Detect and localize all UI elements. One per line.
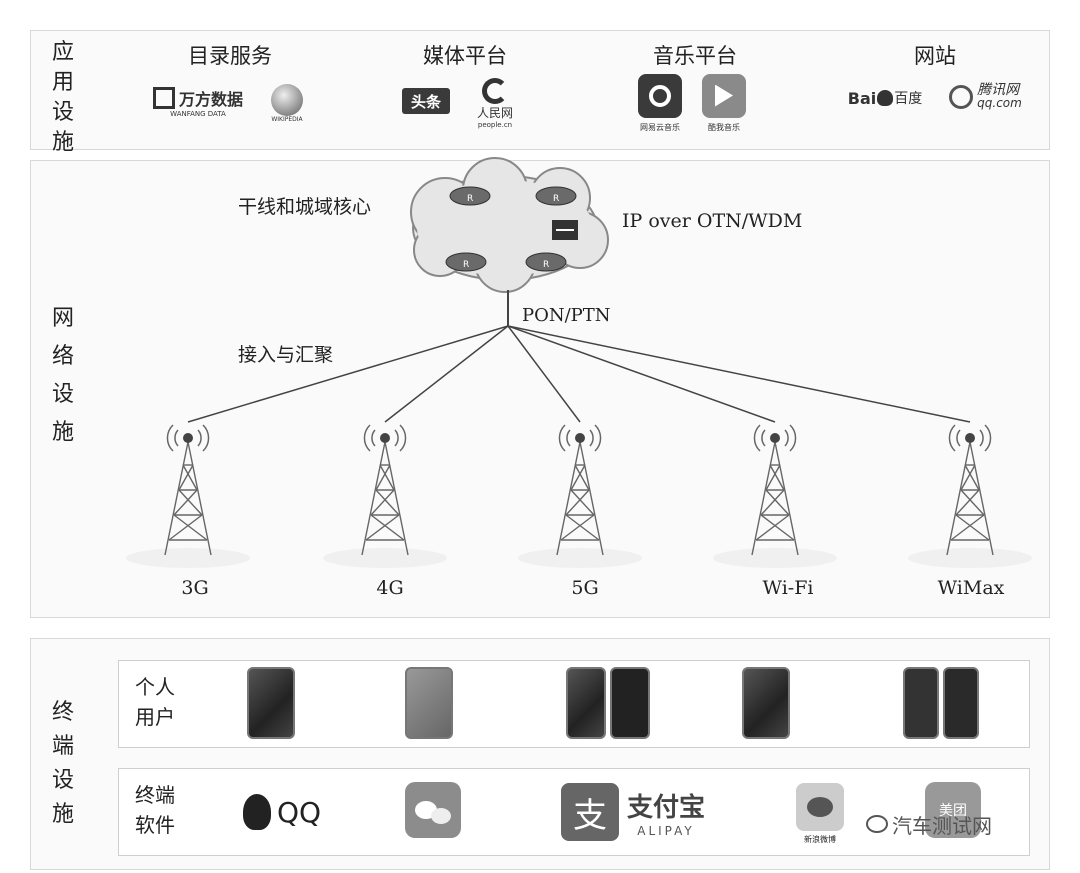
access-label: 接入与汇聚 (238, 344, 334, 366)
category-directory-title: 目录服务 (188, 44, 272, 68)
core-label: 干线和城域核心 (238, 196, 372, 218)
tower-wifi (710, 420, 840, 570)
tower-label-3g: 3G (181, 577, 209, 599)
wechat-app-icon (405, 782, 461, 838)
core-tech-label: IP over OTN/WDM (622, 210, 803, 232)
watermark: 汽车测试网 (866, 810, 992, 839)
tower-5g (515, 420, 645, 570)
phone-3b (610, 667, 650, 739)
phone-5a (903, 667, 939, 739)
tower-3g (123, 420, 253, 570)
baidu-logo: Bai 百度 (847, 88, 923, 108)
phone-4 (742, 667, 790, 739)
phone-1 (247, 667, 295, 739)
personal-users-label: 个人 用户 (135, 675, 175, 729)
tower-label-wifi: Wi-Fi (762, 577, 814, 599)
kuwo-music-logo: 酷我音乐 (696, 70, 752, 136)
qq-portal-logo: 腾讯网 qq.com (938, 80, 1033, 114)
application-section (30, 30, 1050, 150)
phone-5b (943, 667, 979, 739)
terminal-label: 终 端 设 施 (51, 700, 74, 827)
application-label: 应 用 设 施 (51, 40, 74, 155)
wechat-watermark-icon (866, 815, 888, 833)
wanfang-logo: 万方数据 WANFANG DATA (138, 87, 258, 118)
weibo-app-icon: 新浪微博 (792, 782, 848, 846)
wikipedia-logo: WIKIPEDIA (262, 78, 312, 128)
tower-4g (320, 420, 450, 570)
network-label: 网 络 设 施 (51, 306, 74, 445)
meituan-app-icon: 美团 (925, 782, 981, 838)
netease-music-logo: 网易云音乐 (632, 70, 688, 136)
tower-label-5g: 5G (571, 577, 599, 599)
category-media-title: 媒体平台 (423, 44, 507, 68)
link-label: PON/PTN (522, 305, 611, 326)
tower-wimax (905, 420, 1035, 570)
qq-app-icon: QQ (232, 790, 332, 834)
tower-label-4g: 4G (376, 577, 404, 599)
category-websites-title: 网站 (914, 44, 956, 68)
terminal-software-label: 终端 软件 (135, 783, 175, 837)
phone-3a (566, 667, 606, 739)
people-logo: 人民网 people.cn (465, 74, 525, 132)
alipay-app-icon: 支 支付宝 ALIPAY (548, 782, 718, 842)
tower-label-wimax: WiMax (937, 577, 1005, 599)
category-music-title: 音乐平台 (653, 44, 737, 68)
toutiao-logo: 头条 (402, 88, 450, 114)
phone-2 (405, 667, 453, 739)
